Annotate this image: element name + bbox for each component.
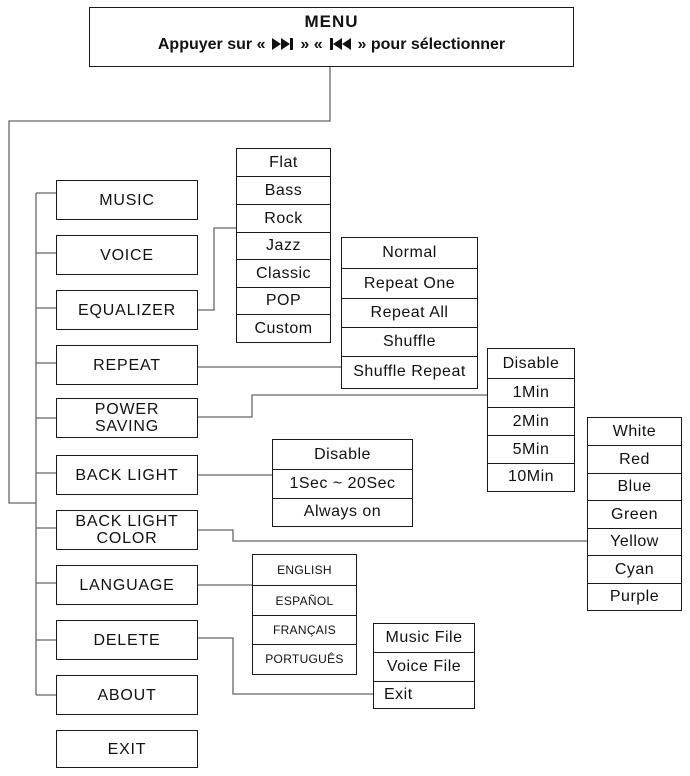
language-option-portugues[interactable]: PORTUGUÊS: [253, 644, 356, 673]
back-light-option-always-on[interactable]: Always on: [273, 498, 412, 525]
menu-item-power-saving[interactable]: POWER SAVING: [56, 398, 198, 438]
power-option-2min[interactable]: 2Min: [488, 407, 574, 435]
menu-instruction: Appuyer sur « » « » pour sélectionner: [90, 36, 573, 56]
equalizer-option-jazz[interactable]: Jazz: [237, 232, 330, 259]
color-option-blue[interactable]: Blue: [588, 473, 681, 500]
menu-item-repeat[interactable]: REPEAT: [56, 345, 198, 385]
back-light-option-range[interactable]: 1Sec ~ 20Sec: [273, 469, 412, 498]
back-light-option-disable[interactable]: Disable: [314, 445, 371, 463]
power-saving-options-list: Disable 1Min 2Min 5Min 10Min: [487, 348, 575, 492]
menu-item-exit[interactable]: EXIT: [56, 730, 198, 768]
instruction-prefix: Appuyer sur «: [157, 36, 266, 53]
instruction-middle: » «: [300, 36, 323, 53]
delete-option-music-file[interactable]: Music File: [385, 629, 463, 646]
menu-item-language[interactable]: LANGUAGE: [56, 565, 198, 605]
language-options-list: ENGLISH ESPAÑOL FRANÇAIS PORTUGUÊS: [252, 554, 357, 675]
equalizer-option-classic[interactable]: Classic: [237, 259, 330, 287]
repeat-option-normal[interactable]: Normal: [382, 244, 437, 261]
menu-item-back-light[interactable]: BACK LIGHT: [56, 455, 198, 495]
equalizer-option-flat[interactable]: Flat: [269, 153, 298, 171]
equalizer-option-pop[interactable]: POP: [237, 287, 330, 314]
menu-title: MENU: [304, 12, 359, 31]
skip-back-icon: [327, 37, 353, 56]
instruction-suffix: » pour sélectionner: [357, 36, 506, 53]
language-option-english[interactable]: ENGLISH: [277, 563, 332, 577]
language-option-espanol[interactable]: ESPAÑOL: [253, 585, 356, 615]
power-option-10min[interactable]: 10Min: [488, 463, 574, 490]
delete-option-voice-file[interactable]: Voice File: [374, 652, 474, 681]
delete-options-list: Music File Voice File Exit: [373, 623, 475, 709]
color-option-white[interactable]: White: [612, 422, 657, 440]
equalizer-option-custom[interactable]: Custom: [237, 314, 330, 342]
repeat-option-shuffle-repeat[interactable]: Shuffle Repeat: [342, 356, 477, 387]
color-option-cyan[interactable]: Cyan: [588, 555, 681, 583]
back-light-options-list: Disable 1Sec ~ 20Sec Always on: [272, 439, 413, 527]
menu-title-box: MENU Appuyer sur « » « » pour sélectionn…: [89, 7, 574, 67]
repeat-options-list: Normal Repeat One Repeat All Shuffle Shu…: [341, 237, 478, 389]
equalizer-option-bass[interactable]: Bass: [237, 176, 330, 204]
repeat-option-repeat-all[interactable]: Repeat All: [342, 298, 477, 327]
menu-item-voice[interactable]: VOICE: [56, 235, 198, 275]
menu-item-back-light-color[interactable]: BACK LIGHT COLOR: [56, 510, 198, 550]
skip-forward-icon: [270, 37, 296, 56]
delete-option-exit[interactable]: Exit: [374, 681, 474, 707]
repeat-option-shuffle[interactable]: Shuffle: [342, 327, 477, 356]
color-option-purple[interactable]: Purple: [588, 583, 681, 609]
color-options-list: White Red Blue Green Yellow Cyan Purple: [587, 417, 682, 611]
color-option-red[interactable]: Red: [588, 445, 681, 473]
power-option-1min[interactable]: 1Min: [488, 378, 574, 407]
menu-item-about[interactable]: ABOUT: [56, 675, 198, 715]
menu-item-delete[interactable]: DELETE: [56, 620, 198, 660]
language-option-francais[interactable]: FRANÇAIS: [253, 615, 356, 644]
equalizer-options-list: Flat Bass Rock Jazz Classic POP Custom: [236, 148, 331, 343]
menu-to-spine-line: [8, 67, 331, 504]
repeat-option-repeat-one[interactable]: Repeat One: [342, 268, 477, 298]
menu-item-music[interactable]: MUSIC: [56, 180, 198, 220]
color-option-green[interactable]: Green: [588, 500, 681, 528]
menu-item-equalizer[interactable]: EQUALIZER: [56, 290, 198, 330]
power-option-5min[interactable]: 5Min: [488, 435, 574, 463]
equalizer-option-rock[interactable]: Rock: [237, 204, 330, 232]
power-option-disable[interactable]: Disable: [502, 354, 560, 372]
color-option-yellow[interactable]: Yellow: [588, 528, 681, 555]
